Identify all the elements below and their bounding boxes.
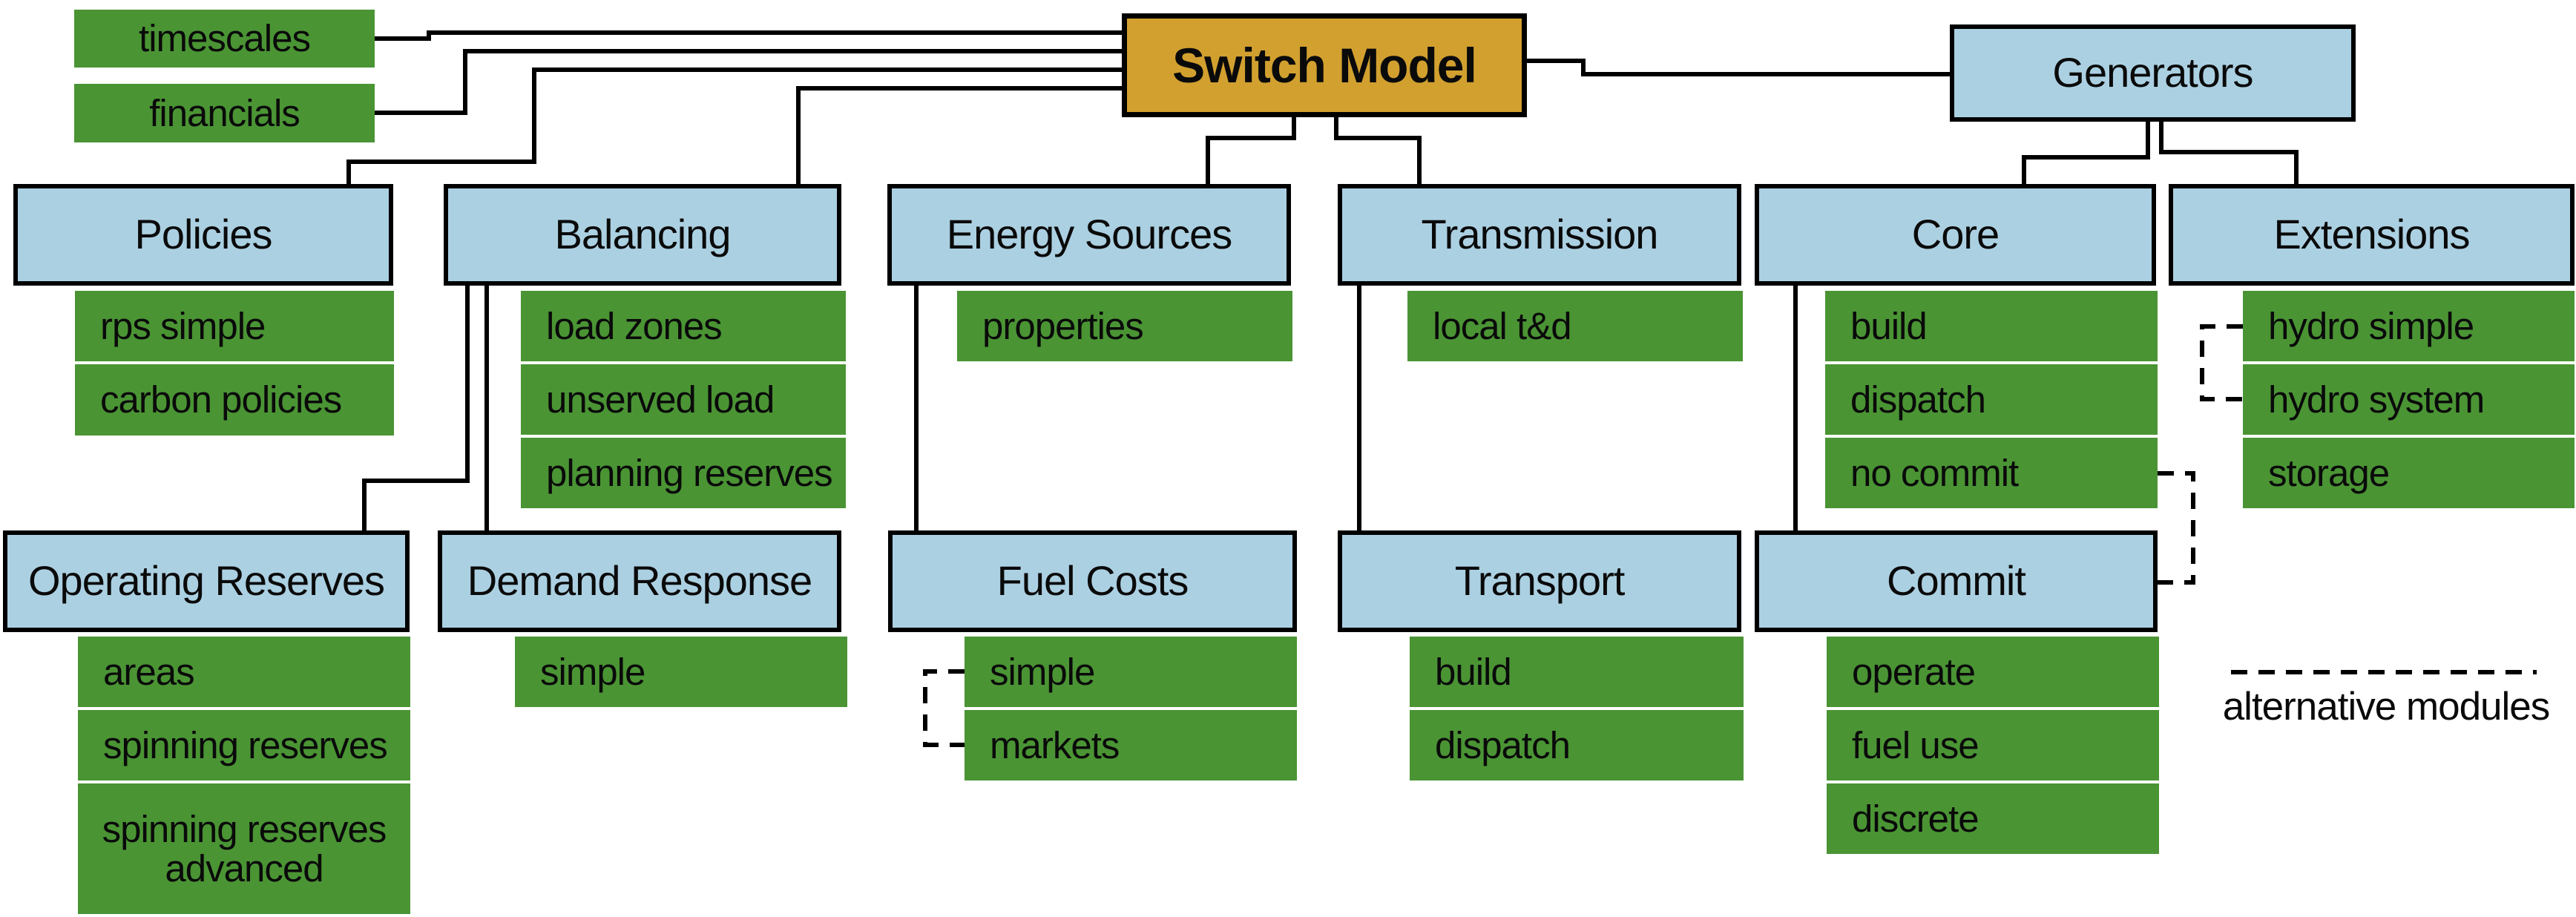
box-label-no-commit: no commit — [1850, 451, 2019, 494]
box-label-unserved-load: unserved load — [546, 378, 775, 421]
box-spinning-reserves-advanced: spinning reserves advanced — [78, 783, 410, 914]
box-label-generators: Generators — [2052, 49, 2253, 96]
box-label-energy-sources: Energy Sources — [946, 211, 1232, 258]
box-core-build: build — [1825, 291, 2158, 361]
wire-balancing-switch — [796, 86, 1122, 185]
box-planning-reserves: planning reserves — [521, 438, 846, 508]
box-hydro-simple: hydro simple — [2243, 291, 2575, 361]
box-label-dr-simple: simple — [540, 650, 645, 693]
box-carbon-policies: carbon policies — [75, 364, 394, 436]
box-label-storage: storage — [2268, 451, 2390, 494]
box-label-load-zones: load zones — [546, 304, 723, 347]
box-label-carbon-policies: carbon policies — [100, 378, 342, 421]
box-core-dispatch: dispatch — [1825, 364, 2158, 435]
box-label-demand-response: Demand Response — [467, 557, 812, 605]
box-label-fc-markets: markets — [990, 723, 1120, 766]
box-no-commit: no commit — [1825, 438, 2158, 508]
wire-switch-generators — [1525, 59, 1951, 76]
box-fuel-use: fuel use — [1827, 710, 2159, 780]
box-transport-dispatch: dispatch — [1410, 710, 1744, 780]
box-label-hydro-system: hydro system — [2268, 378, 2485, 421]
wire-alt-hydro-simple-system — [2200, 324, 2243, 401]
box-label-discrete: discrete — [1852, 797, 1979, 840]
box-demand-response: Demand Response — [438, 530, 841, 632]
box-label-switch-model: Switch Model — [1172, 37, 1477, 93]
box-label-fuel-costs: Fuel Costs — [996, 557, 1189, 605]
wire-balancing-opreserves — [362, 284, 470, 530]
box-label-spinning-reserves-advanced: spinning reserves advanced — [102, 807, 387, 890]
box-label-timescales: timescales — [139, 17, 311, 60]
box-transmission: Transmission — [1338, 184, 1741, 286]
box-label-financials: financials — [149, 91, 300, 134]
box-transport: Transport — [1338, 530, 1741, 632]
box-core: Core — [1755, 184, 2156, 286]
box-label-hydro-simple: hydro simple — [2268, 304, 2474, 347]
box-label-core: Core — [1911, 211, 2000, 258]
box-hydro-system: hydro system — [2243, 364, 2575, 435]
box-areas: areas — [78, 637, 410, 707]
box-fc-markets: markets — [965, 710, 1297, 780]
box-label-rps-simple: rps simple — [100, 304, 266, 347]
box-energy-sources: Energy Sources — [887, 184, 1291, 286]
box-financials: financials — [74, 84, 375, 142]
box-label-core-build: build — [1850, 304, 1928, 347]
box-storage: storage — [2243, 438, 2575, 508]
box-label-transport: Transport — [1454, 557, 1626, 605]
box-commit: Commit — [1755, 530, 2158, 632]
wire-financials-switch — [375, 49, 1122, 115]
box-label-properties: properties — [982, 304, 1144, 347]
wire-switch-transmission — [1334, 116, 1422, 185]
box-label-operate: operate — [1852, 650, 1976, 693]
wire-policies-switch — [346, 68, 1122, 185]
box-operating-reserves: Operating Reserves — [3, 530, 410, 632]
wire-generators-extensions — [2159, 120, 2299, 185]
box-label-policies: Policies — [134, 211, 273, 258]
box-label-spinning-reserves: spinning reserves — [103, 723, 388, 766]
box-properties: properties — [957, 291, 1292, 361]
legend-alternative-modules-label: alternative modules — [2222, 685, 2551, 729]
box-load-zones: load zones — [521, 291, 846, 361]
wire-alt-nocommit-commit — [2158, 471, 2195, 585]
box-transport-build: build — [1410, 637, 1744, 707]
box-label-areas: areas — [103, 650, 195, 693]
box-unserved-load: unserved load — [521, 364, 846, 435]
box-operate: operate — [1827, 637, 2159, 707]
wire-alt-fuelcosts-simple-markets — [923, 669, 965, 747]
box-label-transport-build: build — [1435, 650, 1512, 693]
box-fc-simple: simple — [965, 637, 1297, 707]
box-spinning-reserves: spinning reserves — [78, 710, 410, 780]
box-policies: Policies — [13, 184, 393, 286]
box-label-core-dispatch: dispatch — [1850, 378, 1986, 421]
box-label-commit: Commit — [1887, 557, 2026, 605]
box-generators: Generators — [1950, 24, 2356, 122]
box-extensions: Extensions — [2169, 184, 2575, 286]
box-label-transmission: Transmission — [1421, 211, 1659, 258]
box-dr-simple: simple — [515, 637, 847, 707]
box-label-extensions: Extensions — [2273, 211, 2471, 258]
box-timescales: timescales — [74, 10, 375, 68]
box-label-transport-dispatch: dispatch — [1435, 723, 1571, 766]
box-label-operating-reserves: Operating Reserves — [27, 557, 385, 605]
box-label-planning-reserves: planning reserves — [546, 451, 833, 494]
wire-timescales-switch — [375, 30, 1122, 41]
box-label-balancing: Balancing — [554, 211, 732, 258]
box-local-td: local t&d — [1407, 291, 1743, 361]
box-label-fc-simple: simple — [990, 650, 1095, 693]
box-fuel-costs: Fuel Costs — [888, 530, 1297, 632]
box-label-fuel-use: fuel use — [1852, 723, 1979, 766]
box-label-local-td: local t&d — [1433, 304, 1572, 347]
box-switch-model: Switch Model — [1122, 13, 1527, 117]
wire-generators-core — [2022, 120, 2150, 185]
box-balancing: Balancing — [444, 184, 841, 286]
wire-switch-energy-sources — [1206, 116, 1296, 185]
box-discrete: discrete — [1827, 783, 2159, 854]
box-rps-simple: rps simple — [75, 291, 394, 361]
